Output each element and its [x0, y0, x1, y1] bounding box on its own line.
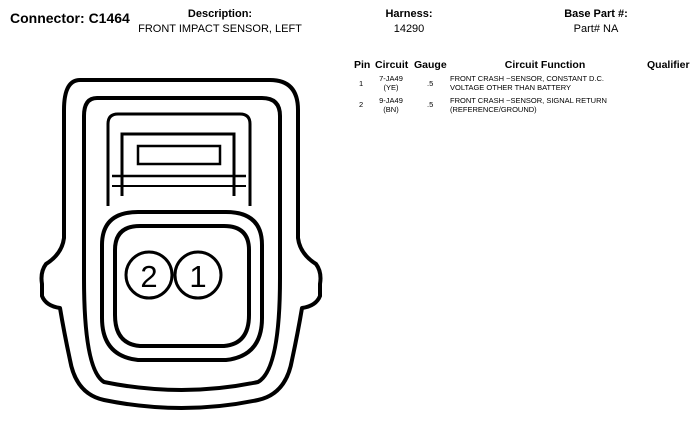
connector-housing-outer	[39, 78, 323, 410]
connector-id: C1464	[88, 10, 130, 26]
row-function-line2: VOLTAGE OTHER THAN BATTERY	[450, 83, 571, 92]
row-circuit-color: (YE)	[383, 83, 399, 92]
row-pin: 2	[359, 100, 364, 109]
col-header-qualifier: Qualifier	[647, 59, 690, 71]
pin-2-circle	[124, 250, 174, 300]
harness-label: Harness:	[385, 8, 433, 20]
row-function-line1: FRONT CRASH ~SENSOR, CONSTANT D.C.	[450, 74, 604, 83]
pin-cavity	[100, 210, 264, 362]
row-function-line2: (REFERENCE/GROUND)	[450, 105, 537, 114]
base-part-label: Base Part #:	[564, 8, 628, 20]
base-part-value: Part# NA	[573, 23, 619, 35]
row-gauge: .5	[427, 100, 434, 109]
col-header-circuit: Circuit	[375, 59, 409, 71]
connector-label: Connector:	[10, 10, 85, 26]
harness-value: 14290	[393, 23, 425, 35]
pin-2-label: 2	[140, 259, 157, 294]
col-header-circuit-function: Circuit Function	[504, 59, 586, 71]
description-label: Description:	[187, 8, 253, 20]
row-gauge: .5	[427, 79, 434, 88]
row-circuit-code: 7-JA49	[379, 74, 403, 83]
pin-1-circle	[173, 250, 223, 300]
row-circuit-code: 9-JA49	[379, 96, 403, 105]
row-circuit-color: (BN)	[383, 105, 399, 114]
row-pin: 1	[359, 79, 364, 88]
row-function-line1: FRONT CRASH ~SENSOR, SIGNAL RETURN	[450, 96, 607, 105]
pin-cavity-inner	[113, 224, 251, 348]
col-header-gauge: Gauge	[414, 59, 447, 71]
pin-1-label: 1	[189, 259, 206, 294]
col-header-pin: Pin	[354, 59, 371, 71]
connector-housing-inner	[82, 96, 282, 392]
latch-tab	[106, 112, 252, 206]
description-value: FRONT IMPACT SENSOR, LEFT	[138, 23, 302, 35]
connector-title: Connector: C1464	[10, 10, 130, 26]
